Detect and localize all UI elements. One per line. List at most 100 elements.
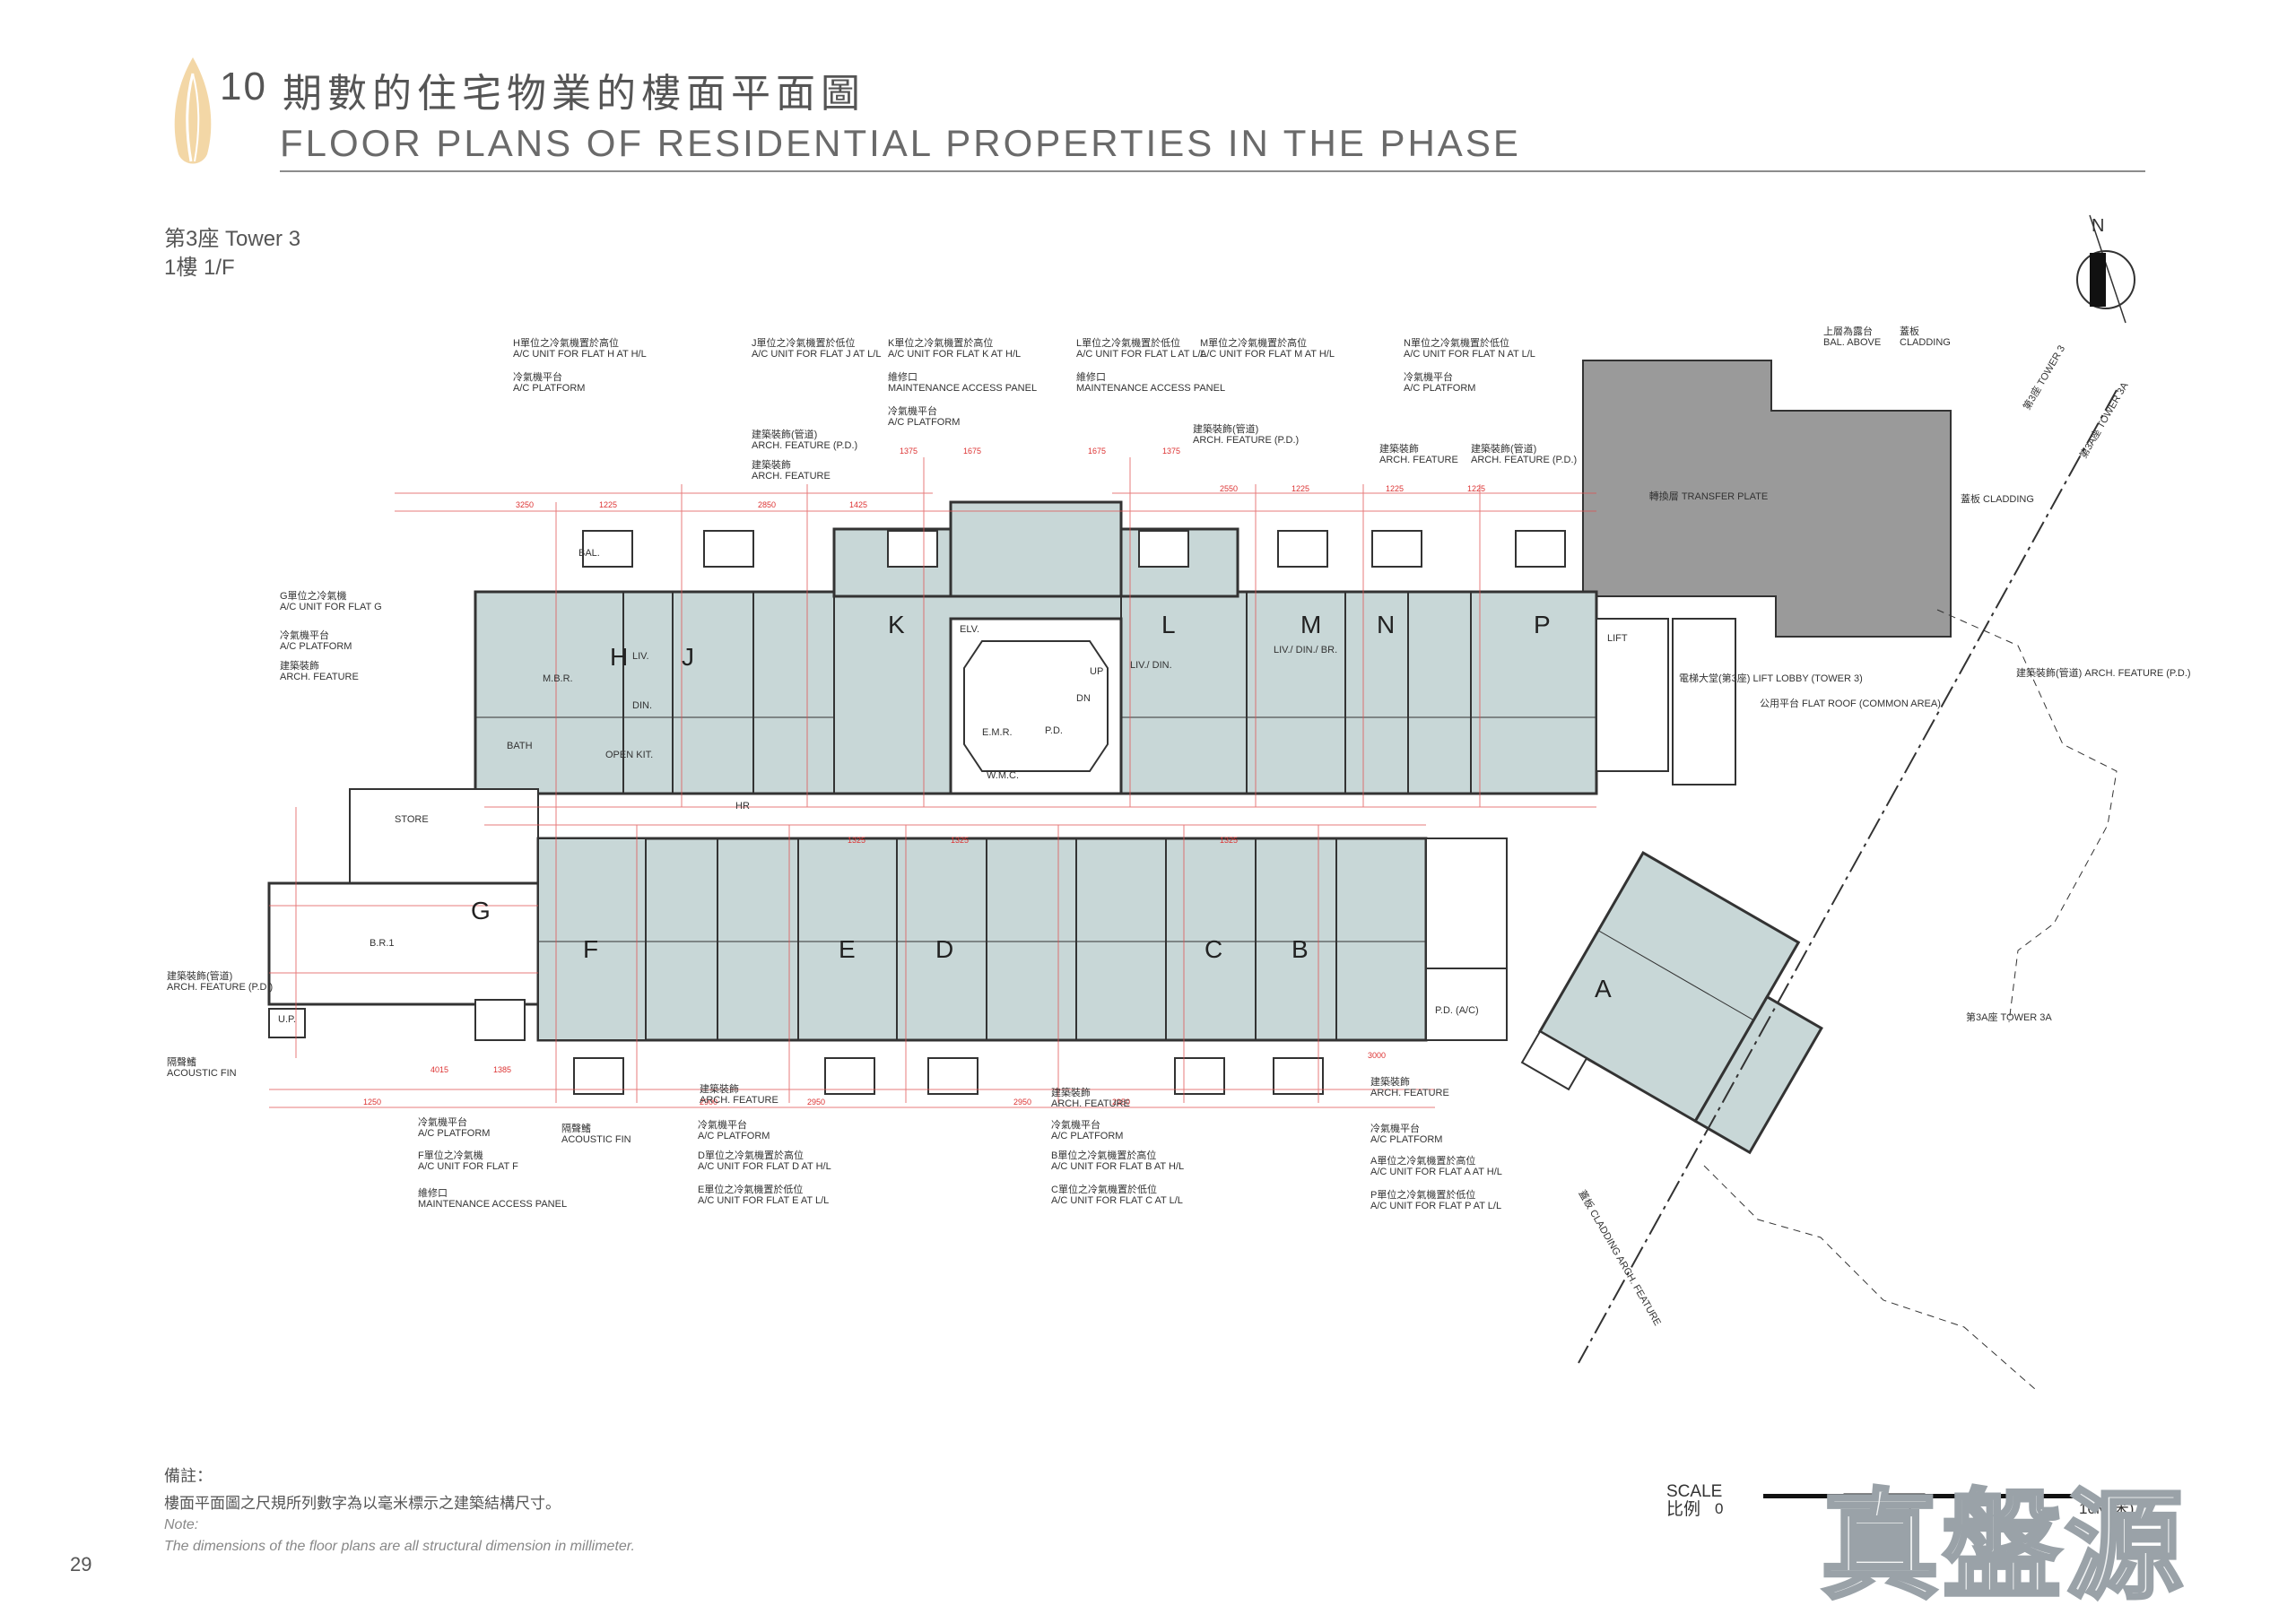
leaf-logo-icon — [174, 57, 212, 164]
room-pd: P.D. — [1045, 725, 1063, 736]
room-open-kit: OPEN KIT. — [605, 750, 653, 760]
svg-text:1225: 1225 — [1292, 484, 1309, 493]
floor-label: 1樓 1/F — [164, 256, 235, 280]
svg-text:ARCH. FEATURE: ARCH. FEATURE — [280, 672, 359, 682]
svg-text:2850: 2850 — [758, 500, 776, 509]
flat-label-e: E — [839, 935, 856, 963]
flat-label-g: G — [471, 897, 491, 924]
dimension-lines — [269, 457, 1596, 1108]
notes-text-en: The dimensions of the floor plans are al… — [164, 1539, 635, 1554]
left-callouts: G單位之冷氣機 A/C UNIT FOR FLAT G 冷氣機平台 A/C PL… — [167, 589, 382, 1079]
svg-text:1375: 1375 — [900, 447, 918, 456]
svg-text:1225: 1225 — [599, 500, 617, 509]
room-bath: BATH — [507, 741, 533, 751]
svg-text:K單位之冷氣機置於高位: K單位之冷氣機置於高位 — [888, 336, 993, 349]
svg-text:1250: 1250 — [363, 1098, 381, 1107]
flat-label-c: C — [1205, 935, 1222, 963]
svg-text:A/C UNIT FOR FLAT G: A/C UNIT FOR FLAT G — [280, 602, 382, 612]
svg-text:L單位之冷氣機置於低位: L單位之冷氣機置於低位 — [1076, 336, 1180, 349]
cladding-label: 蓋板 CLADDING — [1961, 492, 2034, 505]
room-bal: BAL. — [578, 548, 600, 559]
svg-text:ARCH. FEATURE: ARCH. FEATURE — [1370, 1088, 1449, 1098]
svg-text:3250: 3250 — [516, 500, 534, 509]
svg-text:建築裝飾(管道): 建築裝飾(管道) — [752, 428, 817, 440]
svg-text:1385: 1385 — [493, 1065, 511, 1074]
svg-text:2950: 2950 — [1013, 1098, 1031, 1107]
svg-text:A/C UNIT FOR FLAT F: A/C UNIT FOR FLAT F — [418, 1161, 518, 1172]
svg-text:G單位之冷氣機: G單位之冷氣機 — [280, 589, 347, 602]
svg-text:冷氣機平台: 冷氣機平台 — [1370, 1122, 1420, 1134]
svg-text:ARCH. FEATURE: ARCH. FEATURE — [1051, 1098, 1130, 1109]
svg-text:1375: 1375 — [1162, 447, 1180, 456]
svg-text:4015: 4015 — [430, 1065, 448, 1074]
svg-text:A/C UNIT FOR FLAT D AT H/L: A/C UNIT FOR FLAT D AT H/L — [698, 1161, 831, 1172]
callout-h-en: A/C UNIT FOR FLAT H AT H/L — [513, 349, 647, 360]
room-mbr: M.B.R. — [543, 673, 573, 684]
scale-tick-10: 10M(米) — [2079, 1500, 2134, 1517]
svg-text:A/C PLATFORM: A/C PLATFORM — [513, 383, 585, 394]
flat-label-d: D — [935, 935, 953, 963]
svg-text:C單位之冷氣機置於低位: C單位之冷氣機置於低位 — [1051, 1183, 1157, 1195]
flat-label-a: A — [1595, 975, 1612, 1002]
svg-text:冷氣機平台: 冷氣機平台 — [1404, 370, 1453, 383]
svg-text:1225: 1225 — [1386, 484, 1404, 493]
scale-bar: 0 5 10M(米) — [1715, 1493, 2134, 1517]
svg-text:1325: 1325 — [848, 836, 865, 845]
tower-label: 第3座 Tower 3 — [164, 227, 301, 251]
svg-text:A/C PLATFORM: A/C PLATFORM — [1051, 1131, 1123, 1141]
svg-text:隔聲鰭: 隔聲鰭 — [561, 1122, 591, 1134]
room-elv: ELV. — [960, 624, 979, 635]
svg-text:A/C PLATFORM: A/C PLATFORM — [1370, 1134, 1442, 1145]
page-title-en: FLOOR PLANS OF RESIDENTIAL PROPERTIES IN… — [280, 122, 1521, 164]
flat-label-k: K — [888, 611, 905, 638]
tower3-label: 第3座 TOWER 3 — [2020, 343, 2067, 412]
callout-h-zh: H單位之冷氣機置於高位 — [513, 336, 619, 349]
north-arrow-icon: N — [2076, 214, 2135, 324]
svg-text:ARCH. FEATURE: ARCH. FEATURE — [700, 1095, 778, 1106]
room-din: DIN. — [632, 700, 652, 711]
svg-text:冷氣機平台: 冷氣機平台 — [418, 1115, 467, 1128]
svg-text:A/C UNIT FOR FLAT N AT L/L: A/C UNIT FOR FLAT N AT L/L — [1404, 349, 1535, 360]
flat-label-p: P — [1534, 611, 1551, 638]
svg-text:建築裝飾(管道): 建築裝飾(管道) — [1471, 442, 1536, 455]
lower-wing — [267, 788, 1508, 1095]
watermark: 真盤源 — [1819, 1476, 2187, 1618]
svg-text:A/C UNIT FOR FLAT A AT H/L: A/C UNIT FOR FLAT A AT H/L — [1370, 1167, 1502, 1177]
svg-text:A/C UNIT FOR FLAT L AT L/L: A/C UNIT FOR FLAT L AT L/L — [1076, 349, 1206, 360]
svg-text:A/C PLATFORM: A/C PLATFORM — [418, 1128, 490, 1139]
svg-text:ARCH. FEATURE (P.D.): ARCH. FEATURE (P.D.) — [167, 982, 273, 993]
svg-text:MAINTENANCE ACCESS PANEL: MAINTENANCE ACCESS PANEL — [418, 1199, 567, 1210]
svg-text:CLADDING: CLADDING — [1900, 337, 1951, 348]
dimension-numbers: 3250 1225 2850 1425 1375 1675 1675 1375 … — [363, 447, 1485, 1107]
flat-label-j: J — [682, 643, 694, 671]
svg-text:E單位之冷氣機置於低位: E單位之冷氣機置於低位 — [698, 1183, 803, 1195]
svg-text:維修口: 維修口 — [888, 370, 918, 383]
svg-text:冷氣機平台: 冷氣機平台 — [1051, 1118, 1100, 1131]
transfer-plate-label: 轉換層 TRANSFER PLATE — [1649, 490, 1768, 502]
svg-text:A/C PLATFORM: A/C PLATFORM — [698, 1131, 770, 1141]
svg-text:建築裝飾: 建築裝飾 — [700, 1082, 739, 1095]
svg-text:ARCH. FEATURE (P.D.): ARCH. FEATURE (P.D.) — [1193, 435, 1299, 446]
flat-label-n: N — [1377, 611, 1395, 638]
svg-text:冷氣機平台: 冷氣機平台 — [513, 370, 562, 383]
room-hr: HR — [735, 801, 750, 812]
flat-label-b: B — [1292, 935, 1309, 963]
svg-text:J單位之冷氣機置於低位: J單位之冷氣機置於低位 — [752, 336, 856, 349]
tower3a-label: 第3A座 TOWER 3A — [2076, 379, 2130, 461]
svg-text:建築裝飾(管道): 建築裝飾(管道) — [167, 969, 232, 982]
flat-label-l: L — [1161, 611, 1176, 638]
room-br1: B.R.1 — [370, 938, 395, 949]
svg-text:冷氣機平台: 冷氣機平台 — [698, 1118, 747, 1131]
flat-letters: H J K L M N P G F E D C B A — [471, 611, 1612, 1002]
svg-text:1325: 1325 — [1220, 836, 1238, 845]
svg-text:1675: 1675 — [1088, 447, 1106, 456]
cladding-arch-label: 蓋板 CLADDING ARCH. FEATURE — [1576, 1188, 1664, 1328]
arch-feature-pd-label: 建築裝飾(管道) ARCH. FEATURE (P.D.) — [2016, 666, 2191, 679]
top-callouts: H單位之冷氣機置於高位 A/C UNIT FOR FLAT H AT H/L 冷… — [513, 325, 1951, 482]
svg-text:建築裝飾(管道): 建築裝飾(管道) — [1193, 422, 1258, 435]
flat-label-f: F — [583, 935, 598, 963]
room-liv-din-br: LIV./ DIN./ BR. — [1274, 645, 1337, 655]
scale-label-en: SCALE — [1666, 1482, 1723, 1501]
svg-text:M單位之冷氣機置於高位: M單位之冷氣機置於高位 — [1200, 336, 1307, 349]
